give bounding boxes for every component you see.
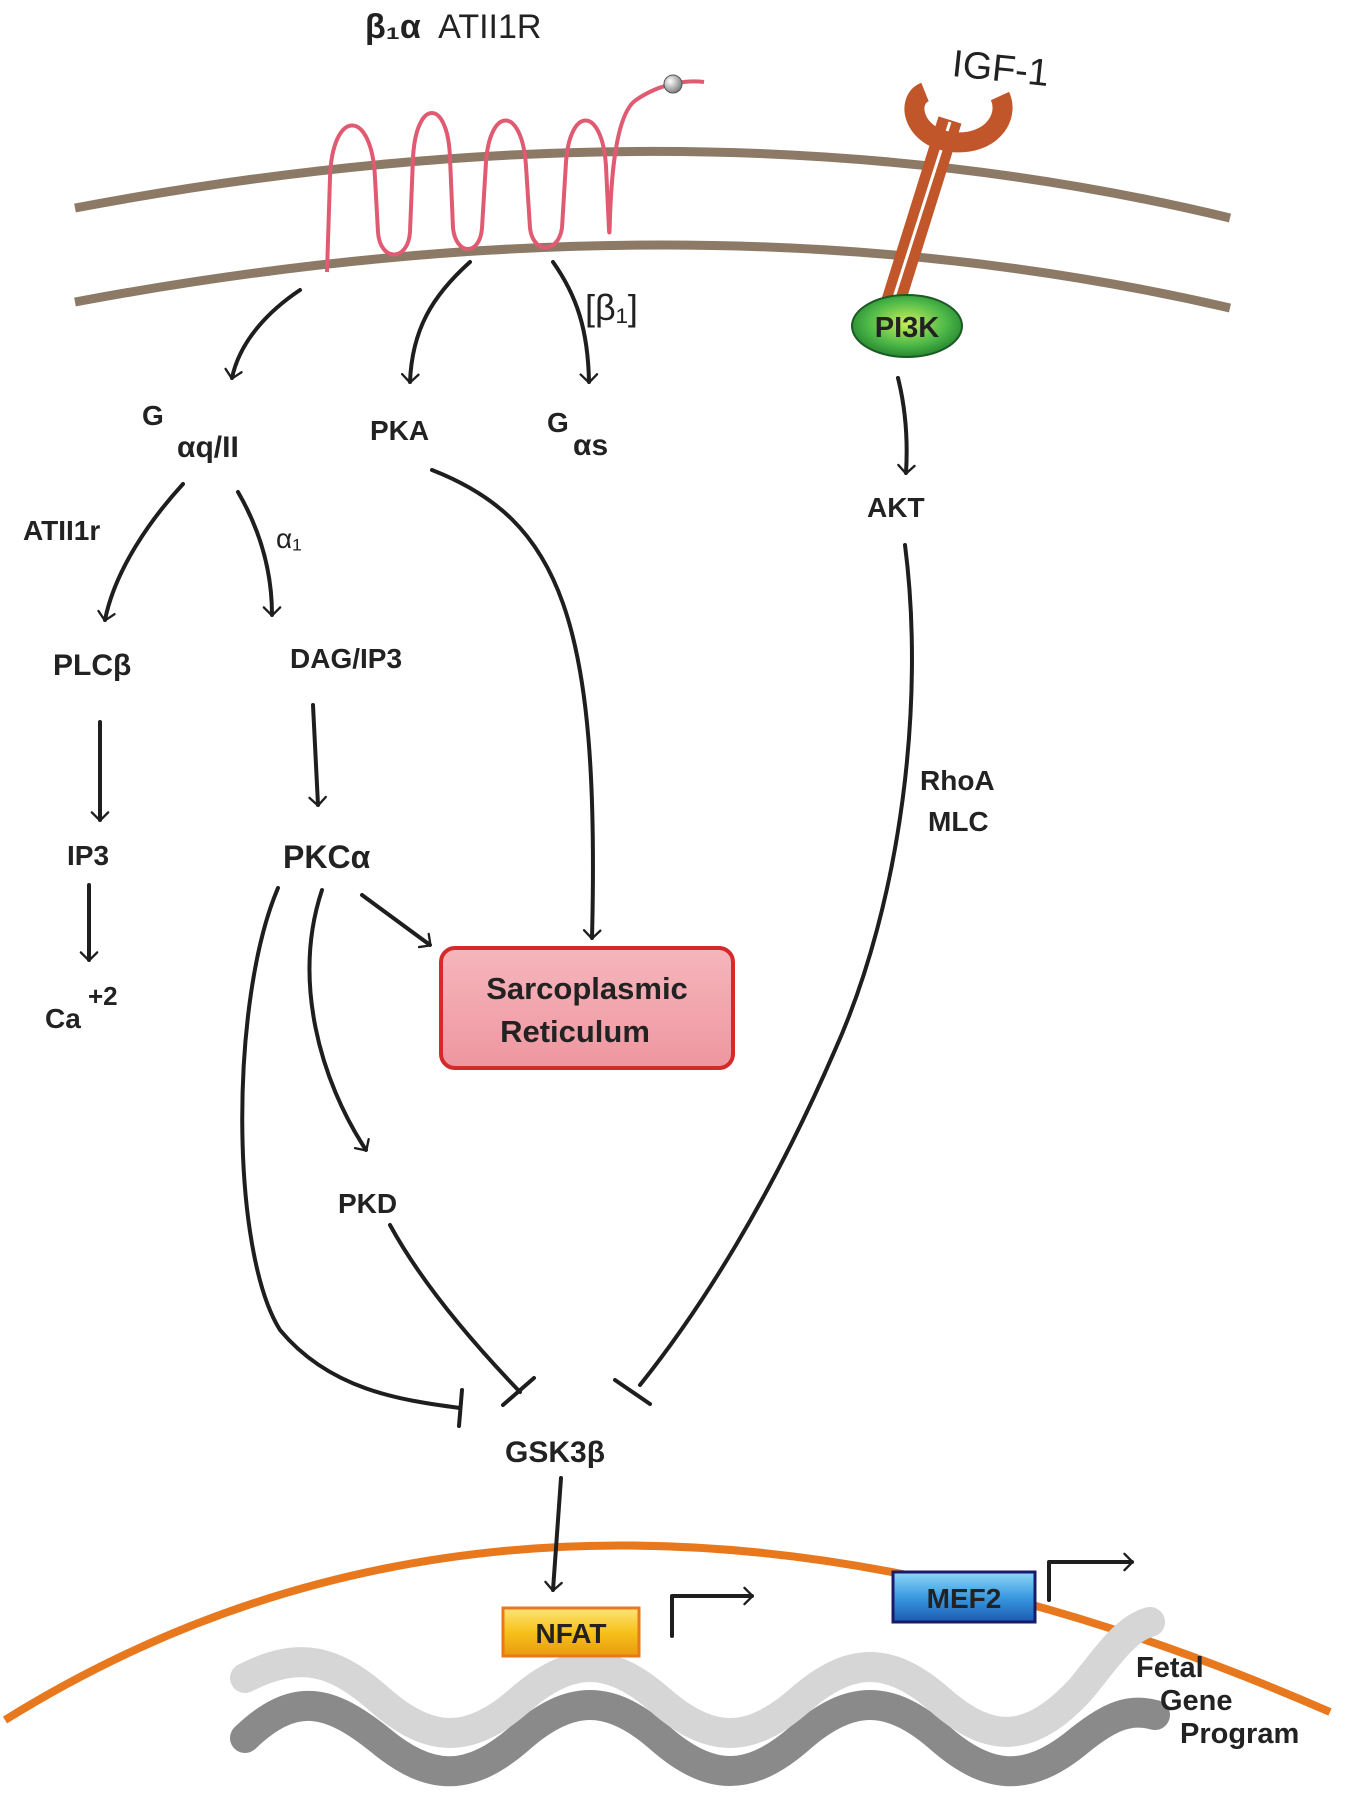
gq-subscript: αq/II	[177, 431, 239, 464]
pkca-label: PKCα	[283, 839, 371, 875]
inhibit-akt-bar	[613, 1378, 652, 1406]
sr-label-line1: Sarcoplasmic	[486, 971, 688, 1006]
ca-superscript: +2	[88, 981, 118, 1011]
arrow-receptor-to-gs	[551, 260, 599, 384]
atii1r-label: ATII1r	[23, 515, 100, 546]
alpha1-label: α₁	[276, 523, 302, 554]
gs-label: G	[547, 407, 569, 438]
arrow-pka-to-sr	[430, 468, 602, 940]
arrow-mef2-transcription	[1047, 1552, 1134, 1602]
receptor-title: β₁α ATII1R	[365, 8, 541, 46]
membrane-outer-line	[74, 146, 1232, 223]
cell-membrane	[74, 146, 1232, 313]
receptor-ligand-ball-icon	[663, 74, 683, 94]
arrow-receptor-to-pka	[400, 260, 472, 384]
igf1-receptor-cup-icon	[904, 82, 1013, 153]
arrow-gsk3b-to-nfat	[544, 1476, 563, 1592]
gq-label-g: G	[142, 400, 164, 431]
ca-label: Ca	[45, 1003, 81, 1034]
pi3k-ellipse	[851, 294, 963, 358]
receptor-title-name: ATII1R	[438, 8, 541, 46]
nuclear-envelope	[2, 1541, 1332, 1724]
mef2-label: MEF2	[927, 1583, 1002, 1614]
mef2-box: MEF2	[891, 1570, 1037, 1624]
inhibit-pkca-to-gsk3b	[240, 886, 462, 1410]
seven-transmembrane-receptor	[325, 74, 705, 273]
nfat-box-shape	[501, 1606, 641, 1658]
mlc-label: MLC	[928, 806, 989, 837]
inhibit-pkca-bar	[457, 1388, 464, 1428]
rhoa-label: RhoA	[920, 765, 995, 796]
igf1-receptor-stalk-divider	[888, 121, 952, 311]
igf1-label: IGF-1	[950, 43, 1051, 95]
receptor-title-beta: β₁α	[365, 8, 421, 46]
sr-label-line2: Reticulum	[500, 1014, 650, 1049]
sr-box-shape	[439, 946, 735, 1070]
pkd-label: PKD	[338, 1188, 397, 1219]
fetal-gene-program-line2: Gene	[1160, 1685, 1233, 1717]
fetal-gene-program-line1: Fetal	[1136, 1652, 1204, 1684]
sarcoplasmic-reticulum-box: Sarcoplasmic Reticulum	[439, 946, 735, 1070]
mef2-box-shape	[891, 1570, 1037, 1624]
ip3-label: IP3	[67, 840, 109, 871]
inhibition-lines	[240, 543, 914, 1428]
arrow-pkca-to-pkd	[307, 888, 370, 1152]
arrow-dag-ip3-to-pkca	[308, 703, 327, 807]
inhibit-pkd-to-gsk3b	[388, 1223, 522, 1394]
gs-subscript: αs	[573, 429, 608, 462]
dag-ip3-label: DAG/IP3	[290, 643, 402, 674]
arrow-nfat-transcription	[670, 1586, 754, 1638]
gsk3b-label: GSK3β	[505, 1436, 605, 1469]
plcb-label: PLCβ	[53, 649, 131, 682]
pi3k-node: PI3K	[851, 294, 963, 358]
gs-label-g: G	[547, 407, 569, 438]
inhibit-pkd-bar	[501, 1376, 536, 1407]
dna-double-helix	[230, 1607, 1170, 1787]
ca-label-text: Ca	[45, 1003, 81, 1034]
receptor-chain	[325, 79, 705, 273]
nfat-box: NFAT	[501, 1606, 641, 1658]
activation-arrows	[79, 260, 1134, 1638]
inhibit-akt-to-gsk3b	[638, 543, 914, 1387]
gq-label: G	[142, 400, 164, 431]
beta1-bracket-label: [β₁]	[585, 287, 638, 328]
igf1-receptor	[878, 82, 1013, 316]
arrow-pkca-to-sr	[360, 893, 432, 949]
nfat-label: NFAT	[535, 1618, 606, 1649]
arrow-gq-to-dag-ip3	[236, 490, 282, 617]
arrow-pi3k-to-akt	[896, 376, 916, 475]
arrow-gq-to-plcb	[97, 482, 185, 622]
akt-label: AKT	[867, 492, 925, 523]
arrow-receptor-to-gq	[224, 288, 302, 380]
fetal-gene-program-line3: Program	[1180, 1718, 1299, 1750]
pi3k-label: PI3K	[875, 312, 940, 344]
dna-strand-back	[230, 1690, 1170, 1787]
dna-strand-front	[230, 1607, 1165, 1748]
membrane-inner-line	[74, 240, 1232, 313]
pka-label: PKA	[370, 415, 429, 446]
